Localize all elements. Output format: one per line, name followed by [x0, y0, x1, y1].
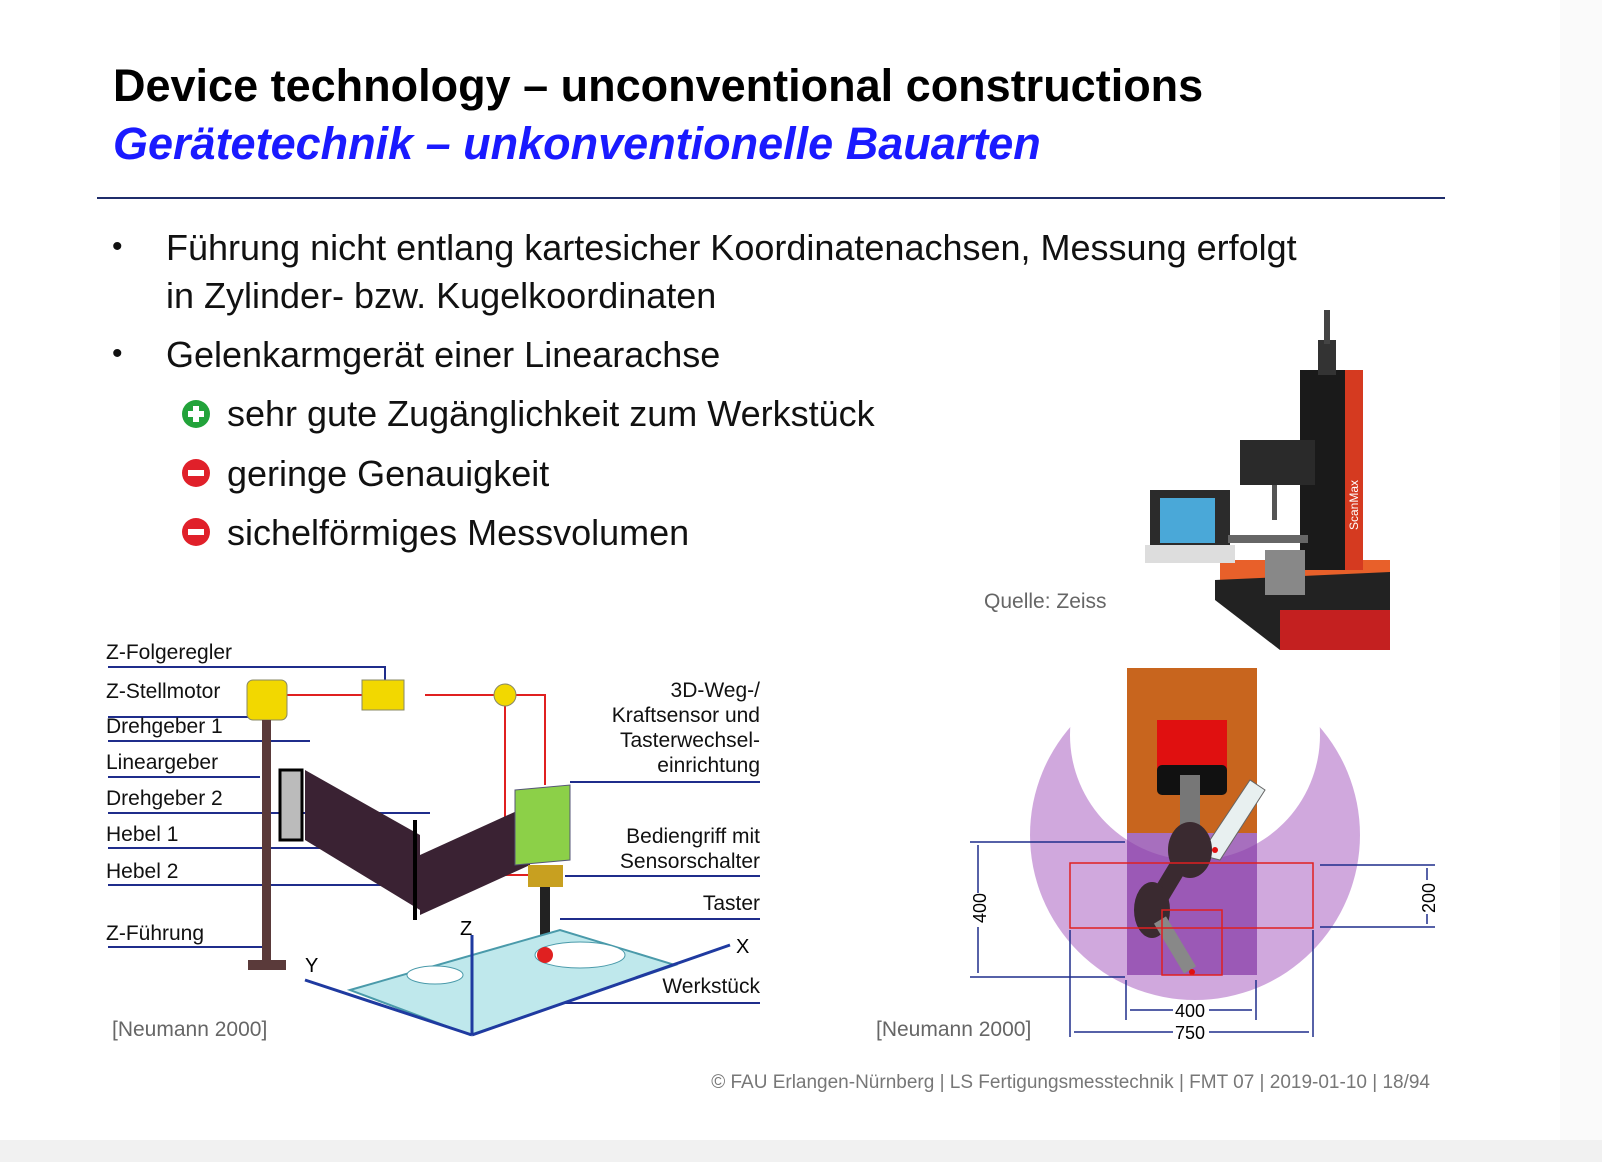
con-item: sichelförmiges Messvolumen: [227, 512, 690, 553]
diagram-label: Tasterwechsel-: [619, 729, 760, 752]
brand-text: ScanMax: [1347, 480, 1361, 530]
diagram-label: Z-Folgeregler: [106, 641, 233, 664]
diagram-label: Werkstück: [662, 975, 760, 998]
dimension-label: 400: [970, 893, 990, 923]
con-item: geringe Genauigkeit: [227, 453, 550, 494]
diagram-label: 3D-Weg-/: [670, 679, 760, 702]
pro-item: sehr gute Zugänglichkeit zum Werkstück: [227, 393, 875, 434]
articulated-arm-diagram: Z Y X Z-Folgeregler Z-Stellmotor Drehgeb…: [100, 635, 770, 1045]
title-divider: [97, 197, 1445, 199]
diagram-label: Drehgeber 1: [106, 715, 223, 738]
diagram-label: Drehgeber 2: [106, 787, 223, 810]
bullet-dot: •: [112, 230, 123, 263]
slide-footer: © FAU Erlangen-Nürnberg | LS Fertigungsm…: [711, 1072, 1430, 1093]
measuring-volume-diagram: 400 200 400 750: [960, 665, 1440, 1045]
diagram-label: Lineargeber: [106, 751, 219, 774]
plus-circle-icon: [182, 400, 210, 428]
diagram-label: Sensorschalter: [619, 850, 760, 873]
bullet-text: Führung nicht entlang kartesicher Koordi…: [166, 227, 1297, 268]
slide-bottom-strip: [0, 1140, 1602, 1162]
minus-circle-icon: [182, 459, 210, 487]
citation: [Neumann 2000]: [112, 1018, 268, 1041]
diagram-label: Z-Stellmotor: [106, 680, 221, 703]
diagram-label: Z-Führung: [106, 922, 205, 945]
axis-x: X: [736, 936, 749, 958]
diagram-label: Bediengriff mit: [626, 825, 760, 848]
diagram-label: Hebel 2: [106, 860, 179, 883]
bullet-text: Gelenkarmgerät einer Linearachse: [166, 334, 721, 375]
slide-margin: [1560, 0, 1602, 1162]
slide-title: Device technology – unconventional const…: [113, 60, 1204, 111]
axis-z: Z: [460, 918, 472, 940]
citation: [Neumann 2000]: [876, 1018, 1032, 1041]
machine-photo: ScanMax: [1145, 310, 1390, 650]
axis-y: Y: [305, 955, 318, 977]
diagram-label: Kraftsensor und: [611, 704, 760, 727]
slide-subtitle: Gerätetechnik – unkonventionelle Bauarte…: [113, 118, 1041, 169]
minus-circle-icon: [182, 518, 210, 546]
bullet-dot: •: [112, 337, 123, 370]
dimension-label: 200: [1419, 883, 1439, 913]
photo-source: Quelle: Zeiss: [984, 590, 1107, 613]
diagram-label: Taster: [702, 892, 760, 915]
diagram-label: einrichtung: [657, 754, 760, 777]
diagram-label: Hebel 1: [106, 823, 179, 846]
dimension-label: 400: [1175, 1001, 1205, 1021]
dimension-label: 750: [1175, 1023, 1205, 1043]
bullet-text: in Zylinder- bzw. Kugelkoordinaten: [166, 275, 717, 316]
